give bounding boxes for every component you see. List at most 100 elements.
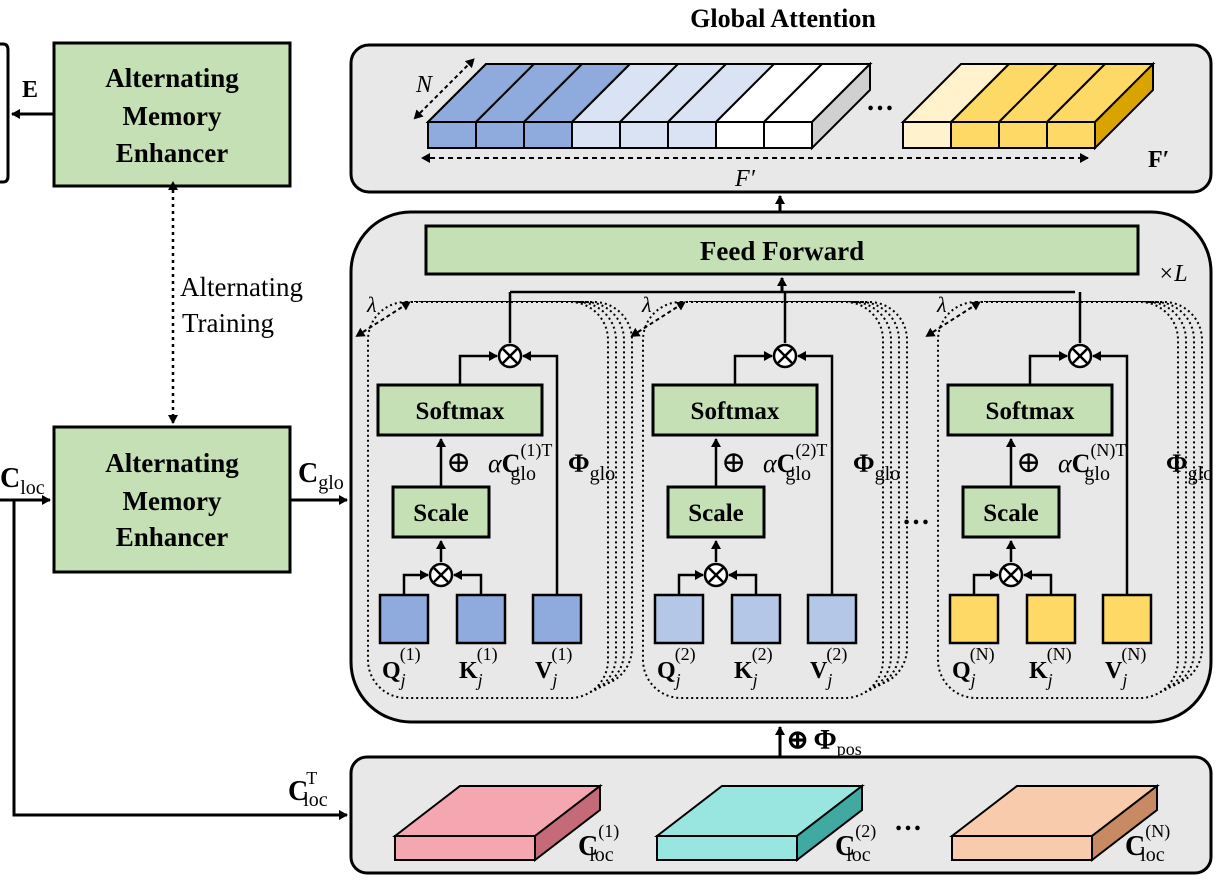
otimes-v-cross	[502, 348, 518, 364]
c-loc-input-label: Cloc	[0, 463, 45, 499]
softmax-label: Softmax	[416, 398, 505, 425]
softmax-block	[651, 383, 819, 437]
v-box	[806, 593, 858, 645]
v-box	[1101, 593, 1153, 645]
scale-label: Scale	[983, 500, 1039, 527]
k-label: Kj(2)	[734, 644, 773, 690]
e-label: E	[22, 77, 38, 103]
token-cell	[715, 121, 765, 149]
softmax-out-arrow	[1028, 351, 1068, 385]
lambda-label: λ	[641, 292, 652, 317]
c-glo-output-label: Cglo	[298, 458, 344, 494]
slab-front-1	[394, 835, 536, 861]
k-label: Kj(N)	[1029, 644, 1072, 690]
token-cell	[902, 121, 952, 149]
token-cell	[763, 121, 813, 149]
token-cell	[427, 121, 477, 149]
k-label: Kj(1)	[459, 644, 498, 690]
v-label: Vj(2)	[810, 644, 847, 690]
phi-glo-label: Φglo	[568, 449, 615, 485]
v-arrow	[797, 351, 834, 595]
slab-label-2: C(2)loc	[835, 821, 876, 866]
scale-block	[961, 485, 1061, 539]
token-cell	[571, 121, 621, 149]
q-arrow	[402, 570, 429, 595]
v-arrow	[1092, 351, 1129, 595]
softmax-label: Softmax	[986, 398, 1075, 425]
lambda-arrow	[630, 301, 686, 337]
phi-glo-label: Φglo	[1166, 449, 1213, 485]
feed-forward-block	[424, 224, 1140, 276]
softmax-block	[946, 383, 1114, 437]
token-side-face	[1094, 61, 1154, 151]
ellipsis-bottom: …	[894, 806, 922, 837]
token-cell	[1046, 121, 1096, 149]
slab-front-3	[951, 835, 1093, 861]
svg-text:Alternating: Alternating	[105, 63, 239, 93]
oplus-icon: ⊕	[446, 446, 471, 479]
q-arrow	[677, 570, 704, 595]
repeat-label: ×L	[1158, 261, 1188, 287]
otimes-qk-cross	[433, 567, 449, 583]
scale-label: Scale	[413, 500, 469, 527]
k-box	[1025, 593, 1077, 645]
bottom-memory-enhancer: Alternating Memory Enhancer	[52, 425, 292, 574]
v-label: Vj(N)	[1105, 644, 1146, 690]
k-arrow	[453, 570, 483, 595]
svg-text:Enhancer: Enhancer	[116, 522, 229, 552]
softmax-out-arrow	[733, 351, 773, 385]
q-label: Qj(2)	[657, 644, 696, 690]
k-box	[455, 593, 507, 645]
otimes-qk-cross	[708, 567, 724, 583]
diagram-title: Global Attention	[690, 4, 876, 33]
lambda-arrow	[925, 301, 981, 337]
lambda-label: λ	[366, 292, 377, 317]
oplus-icon: ⊕	[1016, 446, 1041, 479]
oplus-icon: ⊕	[721, 446, 746, 479]
k-arrow	[728, 570, 758, 595]
k-box	[730, 593, 782, 645]
svg-text:Memory: Memory	[123, 486, 222, 516]
lambda-label: λ	[936, 292, 947, 317]
q-box	[948, 593, 1000, 645]
fprime-output-label: F′	[1148, 147, 1169, 173]
phi-glo-label: Φglo	[853, 449, 900, 485]
slab-side-3	[1091, 783, 1158, 863]
token-cell	[998, 121, 1048, 149]
ellipsis-heads: …	[902, 500, 930, 531]
otimes-qk-cross	[1003, 567, 1019, 583]
svg-text:Enhancer: Enhancer	[116, 138, 229, 168]
slab-front-2	[656, 835, 798, 861]
token-cell	[475, 121, 525, 149]
lambda-arrow	[355, 301, 411, 337]
slab-side-2	[796, 783, 863, 863]
softmax-out-arrow	[458, 351, 498, 385]
q-label: Qj(N)	[952, 644, 995, 690]
scale-block	[391, 485, 491, 539]
ellipsis-top: …	[866, 86, 894, 117]
alternating-training-label: Alternating	[180, 272, 303, 302]
svg-text:Alternating: Alternating	[105, 448, 239, 478]
token-side-face	[811, 61, 871, 151]
svg-text:Training: Training	[182, 308, 274, 338]
fprime-axis-label: F′	[734, 166, 756, 192]
n-label: N	[415, 72, 434, 98]
q-box	[378, 593, 430, 645]
token-cell	[523, 121, 573, 149]
softmax-label: Softmax	[691, 398, 780, 425]
k-arrow	[1023, 570, 1053, 595]
svg-text:Feed Forward: Feed Forward	[700, 236, 864, 266]
q-arrow	[972, 570, 999, 595]
left-partial-box	[0, 42, 10, 184]
v-box	[531, 593, 583, 645]
